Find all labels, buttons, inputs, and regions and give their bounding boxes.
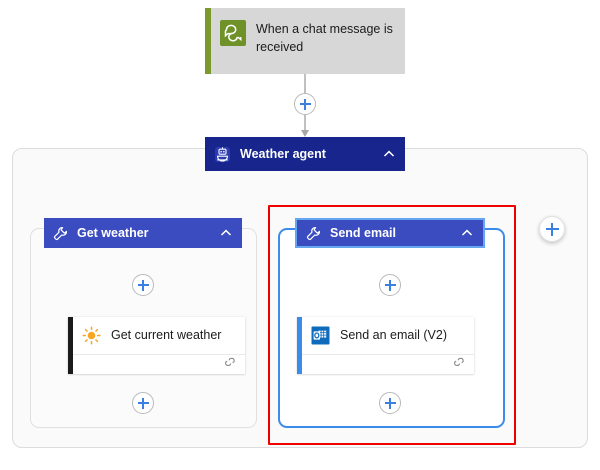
action-card-send-an-email[interactable]: Send an email (V2): [297, 317, 474, 374]
connector-link-icon: [223, 355, 237, 374]
wrench-icon: [53, 226, 68, 241]
card-accent-bar: [297, 317, 302, 374]
tool-title-send-email: Send email: [330, 226, 396, 240]
trigger-accent-bar: [205, 8, 211, 74]
agent-node-weather-agent[interactable]: Weather agent: [205, 137, 405, 171]
action-title-send-an-email: Send an email (V2): [340, 328, 448, 342]
add-after-trigger-button[interactable]: [294, 93, 316, 115]
agent-robot-icon: [214, 146, 231, 163]
sun-icon: [82, 326, 101, 345]
outlook-icon: [311, 326, 330, 345]
action-title-get-current-weather: Get current weather: [111, 328, 222, 342]
add-in-send-email-top-button[interactable]: [379, 274, 401, 296]
chevron-up-icon[interactable]: [382, 147, 396, 161]
add-in-get-weather-bottom-button[interactable]: [132, 392, 154, 414]
action-card-get-current-weather[interactable]: Get current weather: [68, 317, 245, 374]
trigger-body: When a chat message is received: [211, 8, 405, 66]
teams-chat-icon: [220, 20, 246, 46]
trigger-label: When a chat message is received: [256, 22, 393, 55]
add-in-send-email-bottom-button[interactable]: [379, 392, 401, 414]
trigger-node[interactable]: When a chat message is received: [205, 8, 405, 74]
tool-node-get-weather[interactable]: Get weather: [44, 218, 242, 248]
tool-title-get-weather: Get weather: [77, 226, 149, 240]
tool-node-send-email[interactable]: Send email: [295, 218, 485, 248]
add-tool-button[interactable]: [539, 216, 565, 242]
agent-title: Weather agent: [240, 147, 326, 161]
chevron-up-icon[interactable]: [219, 226, 233, 240]
card-accent-bar: [68, 317, 73, 374]
wrench-icon: [306, 226, 321, 241]
connector-link-icon: [452, 355, 466, 374]
add-in-get-weather-top-button[interactable]: [132, 274, 154, 296]
chevron-up-icon[interactable]: [460, 226, 474, 240]
